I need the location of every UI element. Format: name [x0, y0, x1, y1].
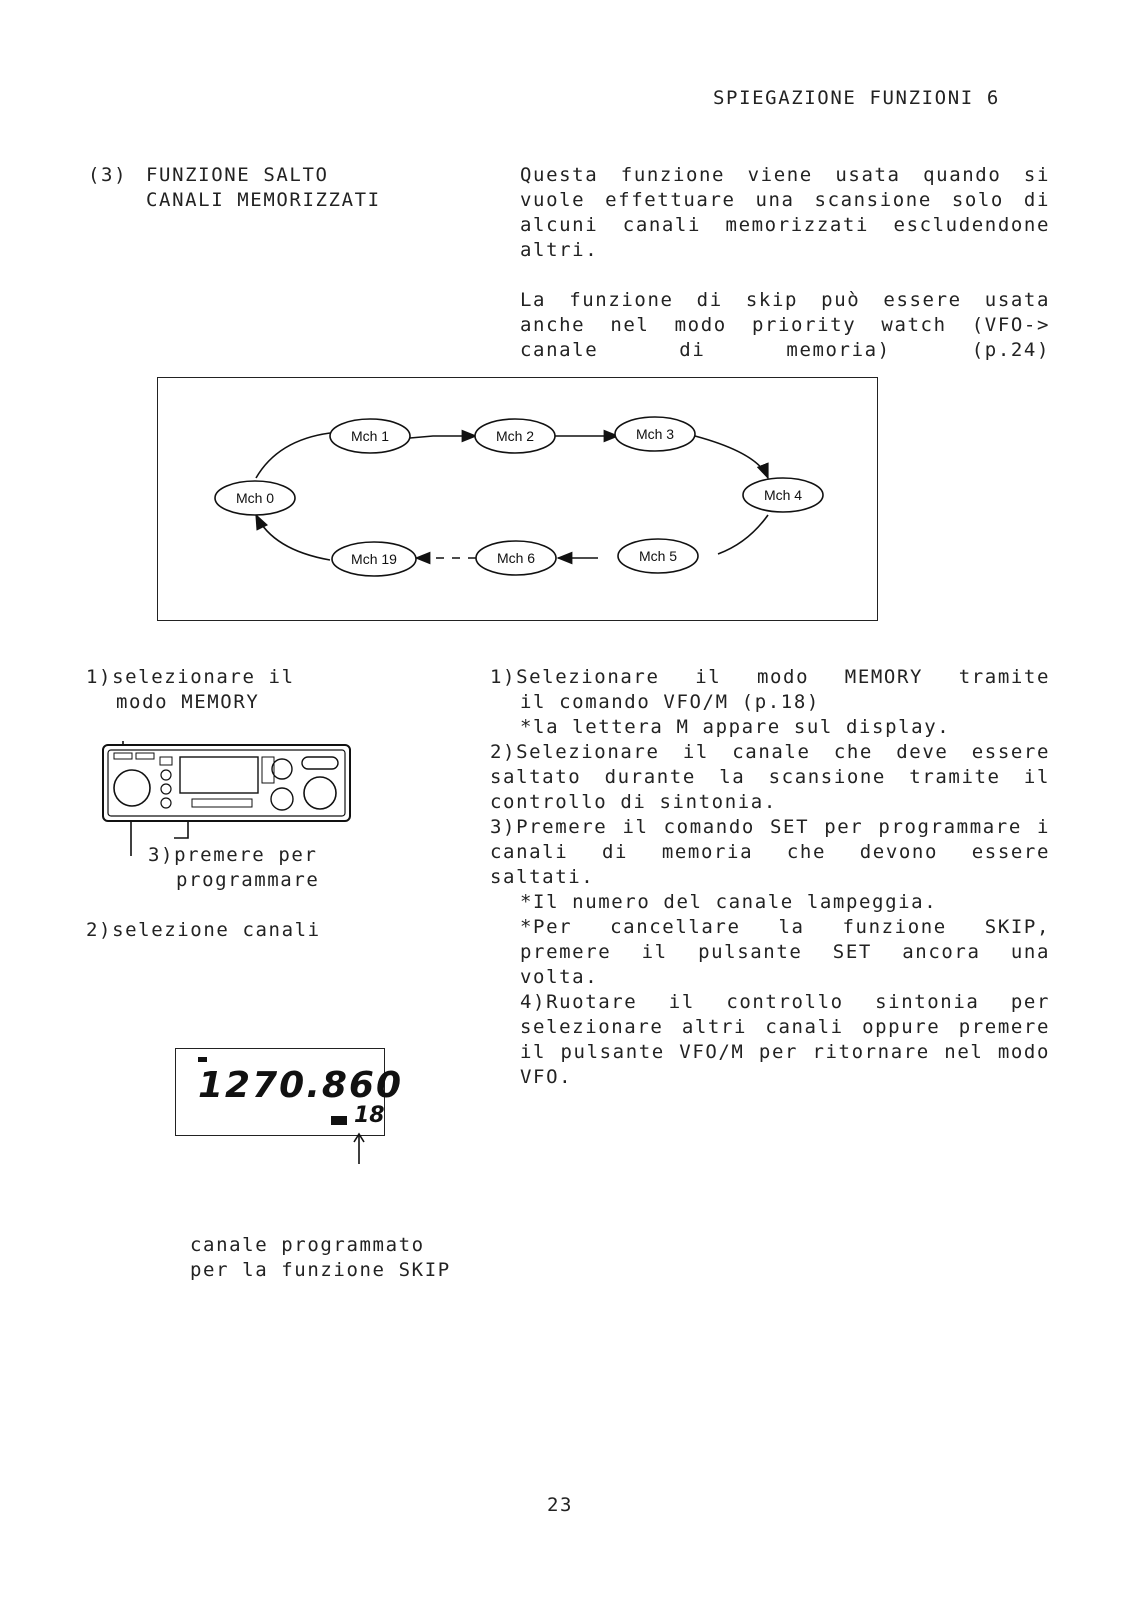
lcd-frequency: 1270.860	[198, 1065, 404, 1106]
svg-text:Mch 3: Mch 3	[636, 426, 674, 442]
node-mch-5: Mch 5	[617, 538, 699, 574]
step-3-note-2: *Per cancellare la funzione SKIP, premer…	[520, 916, 1050, 988]
caption-line2: per la funzione SKIP	[190, 1259, 451, 1281]
node-mch-19: Mch 19	[331, 541, 417, 577]
callout-select-channels: 2)selezione canali	[86, 919, 321, 941]
memory-indicator-icon	[198, 1057, 207, 1062]
callout-press-line2: programmare	[176, 869, 320, 891]
node-mch-1: Mch 1	[329, 418, 411, 454]
step-4: 4)Ruotare il controllo sintonia per sele…	[520, 991, 1050, 1088]
callout-leader-lines	[130, 822, 189, 856]
arrow-19-0	[255, 513, 331, 561]
lcd-display: 1270.860 18	[175, 1048, 401, 1136]
skip-indicator-icon	[331, 1116, 347, 1125]
node-mch-4: Mch 4	[742, 477, 824, 513]
node-mch-3: Mch 3	[614, 416, 696, 452]
svg-text:Mch 6: Mch 6	[497, 550, 535, 566]
arrow-0-1	[255, 432, 331, 479]
radio-front-panel-illustration	[102, 741, 351, 822]
section-number: (3)	[88, 164, 128, 186]
memory-channel-diagram: Mch 0 Mch 1 Mch 2 Mch 3 Mch 4 Mch 5 Mch …	[157, 377, 878, 621]
lcd-channel-number: 18	[354, 1103, 385, 1128]
svg-text:Mch 2: Mch 2	[496, 428, 534, 444]
step-3: 3)Premere il comando SET per programmare…	[490, 816, 1050, 888]
step-3-note-1: *Il numero del canale lampeggia.	[520, 891, 938, 913]
svg-text:Mch 0: Mch 0	[236, 490, 274, 506]
node-mch-2: Mch 2	[474, 418, 556, 454]
callout-select-memory-line2: modo MEMORY	[116, 691, 260, 713]
svg-text:Mch 4: Mch 4	[764, 487, 802, 503]
arrow-up-icon	[353, 1132, 365, 1164]
arrow-4-5	[717, 514, 769, 555]
callout-select-memory-line1: 1)selezionare il	[86, 666, 295, 688]
page-number: 23	[547, 1494, 574, 1516]
intro-paragraph-2: La funzione di skip può essere usata anc…	[520, 289, 1050, 361]
svg-text:Mch 5: Mch 5	[639, 548, 677, 564]
diagram-svg: Mch 0 Mch 1 Mch 2 Mch 3 Mch 4 Mch 5 Mch …	[214, 416, 824, 577]
step-1: 1)Selezionare il modo MEMORY tramite	[490, 666, 1050, 688]
running-title: SPIEGAZIONE FUNZIONI 6	[713, 87, 1000, 109]
node-mch-6: Mch 6	[475, 540, 557, 576]
section-title-line1: FUNZIONE SALTO	[146, 164, 329, 186]
step-2: 2)Selezionare il canale che deve essere …	[490, 741, 1050, 813]
svg-text:Mch 19: Mch 19	[351, 551, 397, 567]
intro-paragraph-1: Questa funzione viene usata quando si vu…	[520, 164, 1050, 261]
arrow-1-2	[409, 429, 478, 443]
step-1-continuation: il comando VFO/M (p.18)	[520, 691, 820, 713]
caption-line1: canale programmato	[190, 1234, 425, 1256]
node-mch-0: Mch 0	[214, 480, 296, 516]
step-1-note: *la lettera M appare sul display.	[520, 716, 951, 738]
arrow-3-4	[694, 435, 769, 480]
callout-press-line1: 3)premere per	[148, 844, 318, 866]
section-title-line2: CANALI MEMORIZZATI	[146, 189, 381, 211]
svg-text:Mch 1: Mch 1	[351, 428, 389, 444]
